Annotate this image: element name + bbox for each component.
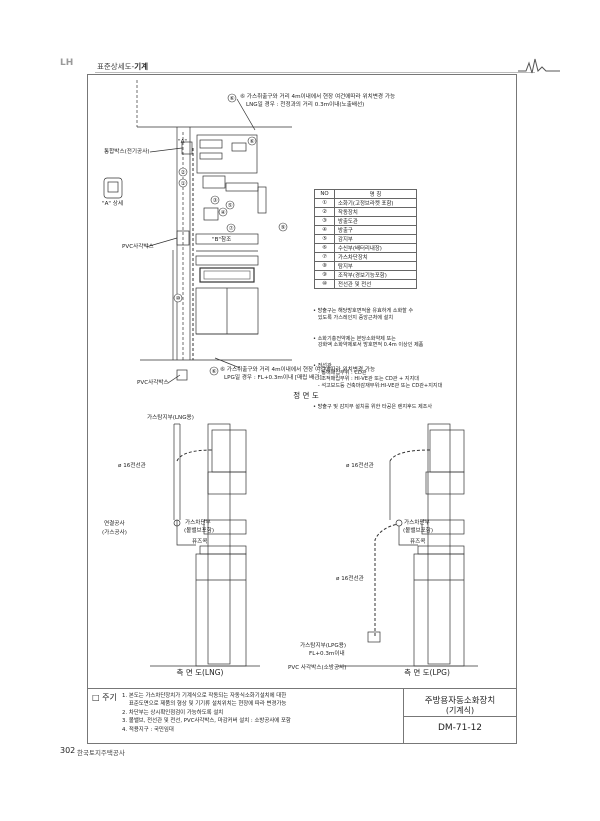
lpg-gas-detector-label-2: FL+0.3m이내 (309, 651, 345, 657)
lpg-side-title: 측 면 도(LPG) (404, 668, 450, 677)
note-item: • 방출구 및 감지부 설치를 위한 타공은 렌지후드 제조사 (313, 403, 433, 410)
callout-top-line-2: LNG일 경우 : 천정과의 거리 0.3m이내(노출배선) (246, 102, 365, 108)
footer-notes-box (87, 688, 517, 744)
callout-3: ③ (213, 198, 218, 204)
callout-2: ② (181, 169, 186, 176)
publisher-name: 한국토지주택공사 (77, 749, 125, 757)
drawing-frame (87, 74, 517, 744)
callout-bottom-line-1: ⑥ 가스취출구와 거리 4m이내에서 현장 여건에따라 위치변경 가능 (220, 367, 376, 373)
callout-6-bottom: ⑥ (212, 369, 217, 375)
footer-notes: 1. 본도는 가스차단장치가 기계식으로 작동되는 자동식소화기설치에 대한 표… (122, 693, 291, 733)
detail-a-label: "A" 상세 (102, 201, 124, 207)
callout-10: ⑩ (176, 295, 181, 302)
drawing-notes: • 방출구는 해당방호면적을 유효하게 소화할 수 있도록 가스레인지 중앙근처… (313, 295, 442, 418)
drawing-code: DM-71-12 (437, 723, 483, 733)
lng-shutoff-label-2: (볼밸브포함) (184, 528, 215, 534)
label-a: "A" (178, 139, 187, 145)
lng-conduit-label: ø 16전선관 (118, 463, 146, 469)
drawing-subtitle: (기계식) (445, 706, 475, 715)
lpg-pvc-box-label: PVC 사각박스(소방공사) (288, 665, 347, 671)
title-block-divider (403, 716, 517, 717)
header-wave-icon (518, 58, 560, 74)
breadcrumb-section: 기계 (134, 62, 149, 71)
callout-bottom-line-2: LPG일 경우 : FL+0.3m이내 [매립 배관] (224, 375, 322, 381)
legend-col-name: 명 칭 (334, 189, 417, 199)
note-item: • 전선관 - 통해매립부위 : CD관 - 조적매립부위 : HI-VE관 또… (313, 363, 443, 389)
lpg-shutoff-label-2: (볼밸브포함) (403, 528, 434, 534)
callout-9: ⑨ (281, 224, 286, 231)
lpg-gas-detector-label-1: 가스탐지부(LPG용) (300, 643, 347, 649)
callout-7: ⑦ (229, 225, 234, 232)
legend-header: NO 명 칭 (314, 189, 417, 199)
callout-6: ⑥ (250, 139, 255, 145)
lh-logo: LH (60, 58, 74, 68)
pvc-box-label: PVC사각박스 (122, 244, 154, 250)
note-item: • 소화기충전약제는 본당소화약제 또는 강화액 소화약제로서 방호면적 0.4… (313, 335, 424, 349)
lng-connection-label-2: (가스공사) (102, 530, 127, 536)
lng-fuse-cock-label: 퓨즈콕 (192, 539, 208, 545)
callout-top-line-1: ⑥ 가스취출구와 거리 4m이내에서 현장 여건에따라 위치변경 가능 (240, 94, 396, 100)
pvc-box-label-2: PVC사각박스 (137, 380, 169, 386)
lpg-conduit-label: ø 16전선관 (346, 463, 374, 469)
junction-box-label: 통합박스(전기공사) (104, 149, 150, 155)
note-item: • 방출구는 해당방호면적을 유효하게 소화할 수 있도록 가스레인지 중앙근처… (313, 308, 414, 321)
drawing-title: 주방용자동소화장치 (424, 696, 496, 706)
page-number: 302 (60, 746, 76, 755)
lpg-shutoff-label-1: 가스차단부 (404, 520, 430, 526)
ref-b-label: "B"참조 (212, 237, 232, 243)
callout-numbers: ⑥ ⑥ ② ① ③ ⑤ ④ ⑦ ⑨ ⑩ ⑥ (176, 96, 286, 375)
lng-gas-detector-label: 가스탐지부(LNG용) (147, 415, 194, 421)
lng-connection-label-1: 연결공사 (104, 521, 125, 527)
lpg-conduit-label-2: ø 16전선관 (336, 576, 364, 582)
header-divider (95, 72, 535, 73)
callout-5: ⑤ (228, 203, 233, 209)
lpg-fuse-cock-label: 퓨즈콕 (410, 539, 426, 545)
lng-shutoff-label-1: 가스차단부 (185, 520, 211, 526)
breadcrumb: 표준상세도-기계 (97, 62, 149, 71)
lng-side-title: 측 면 도(LNG) (176, 668, 224, 677)
callout-1: ① (181, 181, 186, 187)
footer-label: □ 주기 (92, 693, 117, 702)
legend-col-no: NO (314, 189, 335, 199)
front-elevation-title: 정 면 도 (293, 391, 319, 400)
callout-6-top: ⑥ (230, 96, 235, 102)
callout-4: ④ (221, 210, 226, 216)
